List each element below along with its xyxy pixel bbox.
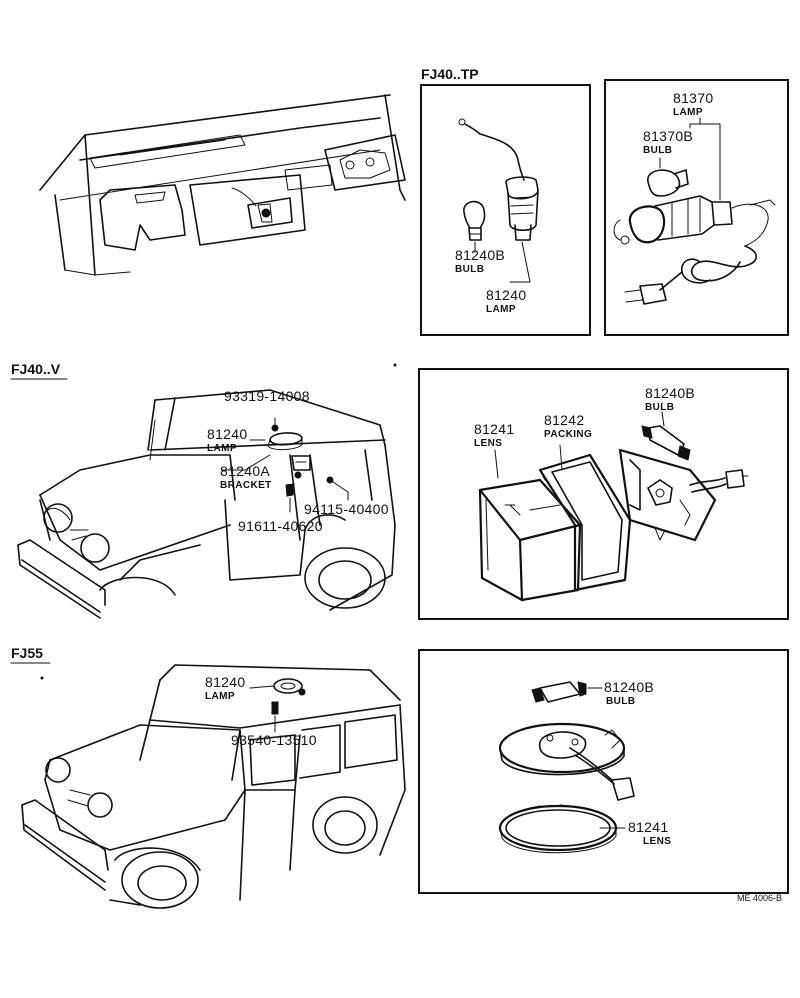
- part-name-81241-55: LENS: [643, 836, 671, 847]
- part-number-81240-v: 81240: [207, 426, 247, 442]
- part-number-81370b: 81370B: [643, 128, 693, 144]
- fj55-vehicle: [21, 664, 406, 909]
- fj40-v-vehicle: [17, 389, 396, 619]
- box-fj40-tp-lamp: [420, 84, 591, 336]
- drawing-code: ME 4006-B: [737, 893, 782, 903]
- part-number-81240-55: 81240: [205, 674, 245, 690]
- fj55-lamp-exploded: [498, 681, 635, 854]
- fj40-tp-lamp-drawing: [458, 118, 539, 283]
- section-title-fj40-v: FJ40..V: [11, 361, 61, 377]
- part-number-81242: 81242: [544, 412, 584, 428]
- part-number-81370: 81370: [673, 90, 713, 106]
- part-number-81240b-tp: 81240B: [455, 247, 505, 263]
- 81370-lamp-drawing: [613, 117, 776, 305]
- part-name-81240-v: LAMP: [207, 443, 237, 454]
- part-name-81240b-55: BULB: [606, 696, 635, 707]
- part-name-81370b: BULB: [643, 145, 672, 156]
- part-name-81240a: BRACKET: [220, 480, 272, 491]
- part-number-81240a: 81240A: [220, 463, 270, 479]
- box-fj40-v-lamp: [418, 368, 789, 620]
- part-number-81240b-v: 81240B: [645, 385, 695, 401]
- part-name-81241-v: LENS: [474, 438, 502, 449]
- part-name-81240b-v: BULB: [645, 402, 674, 413]
- section-title-fj55: FJ55: [11, 645, 43, 661]
- part-name-81242: PACKING: [544, 429, 592, 440]
- fj40-v-lamp-exploded: [478, 411, 749, 602]
- part-number-94115: 94115-40400: [304, 501, 389, 517]
- part-number-81240b-55: 81240B: [604, 679, 654, 695]
- interior-rear-view: [39, 94, 406, 276]
- section-title-fj40-tp: FJ40..TP: [421, 66, 479, 82]
- part-number-91611: 91611-40620: [238, 518, 323, 534]
- part-number-93319: 93319-14008: [224, 388, 310, 404]
- part-name-81240-55: LAMP: [205, 691, 235, 702]
- part-number-81241-55: 81241: [628, 819, 668, 835]
- part-number-81240-tp: 81240: [486, 287, 526, 303]
- part-number-81241-v: 81241: [474, 421, 514, 437]
- part-name-81240-tp: LAMP: [486, 304, 516, 315]
- box-fj55-lamp: [418, 649, 789, 894]
- box-81370-lamp: [604, 79, 789, 336]
- part-name-81240b-tp: BULB: [455, 264, 484, 275]
- part-number-93540: 93540-13510: [231, 732, 317, 748]
- part-name-81370: LAMP: [673, 107, 703, 118]
